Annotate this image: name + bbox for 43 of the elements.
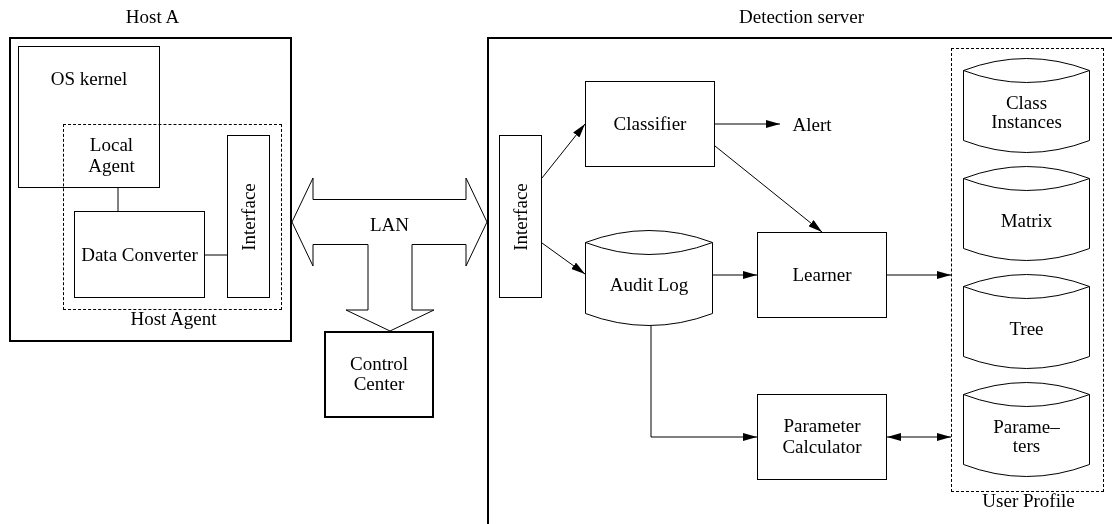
block-arrow [291,177,488,332]
interface-box [499,135,542,298]
arrow [541,123,586,179]
group-label: Detection server [738,7,865,28]
storage-cylinder [963,274,1090,369]
node-label: Classifier [612,113,688,135]
node-label: Audit Log [609,274,689,294]
group-label: User Profile [981,491,1076,512]
node-label: Parameter Calculator [781,416,863,458]
node-label: OS kernel [49,69,129,90]
node-label: Interface [510,182,531,251]
process-box [585,81,715,167]
kernel-box [18,46,160,188]
storage-cylinder [585,230,713,326]
node-label: Parame– ters [992,416,1061,455]
storage-cylinder [963,58,1090,153]
arrow [650,325,758,441]
arrow [714,120,781,128]
node-label: Local Agent [87,135,136,177]
node-label: Alert [791,114,833,136]
process-box [757,232,887,318]
group-label: Host A [124,7,181,28]
storage-cylinder [963,166,1090,261]
node-label: Interface [238,182,259,251]
node-label: Class Instances [990,92,1063,131]
node-label: Data Converter [80,244,199,265]
arrow [714,145,823,233]
storage-cylinder [963,382,1090,477]
process-box [324,331,434,418]
process-box [757,394,887,480]
interface-box [227,135,270,298]
process-box [74,211,205,298]
arrow [541,242,586,275]
node-label: Control Center [348,353,410,396]
connector-line [117,187,119,212]
node-label: Learner [791,264,853,286]
group-label: Host Agent [129,309,218,330]
node-label: Tree [1008,318,1045,337]
connector-line [204,254,228,256]
arrow [886,271,952,279]
arrow [886,433,952,441]
arrow [712,271,758,279]
node-label: Matrix [999,210,1054,229]
